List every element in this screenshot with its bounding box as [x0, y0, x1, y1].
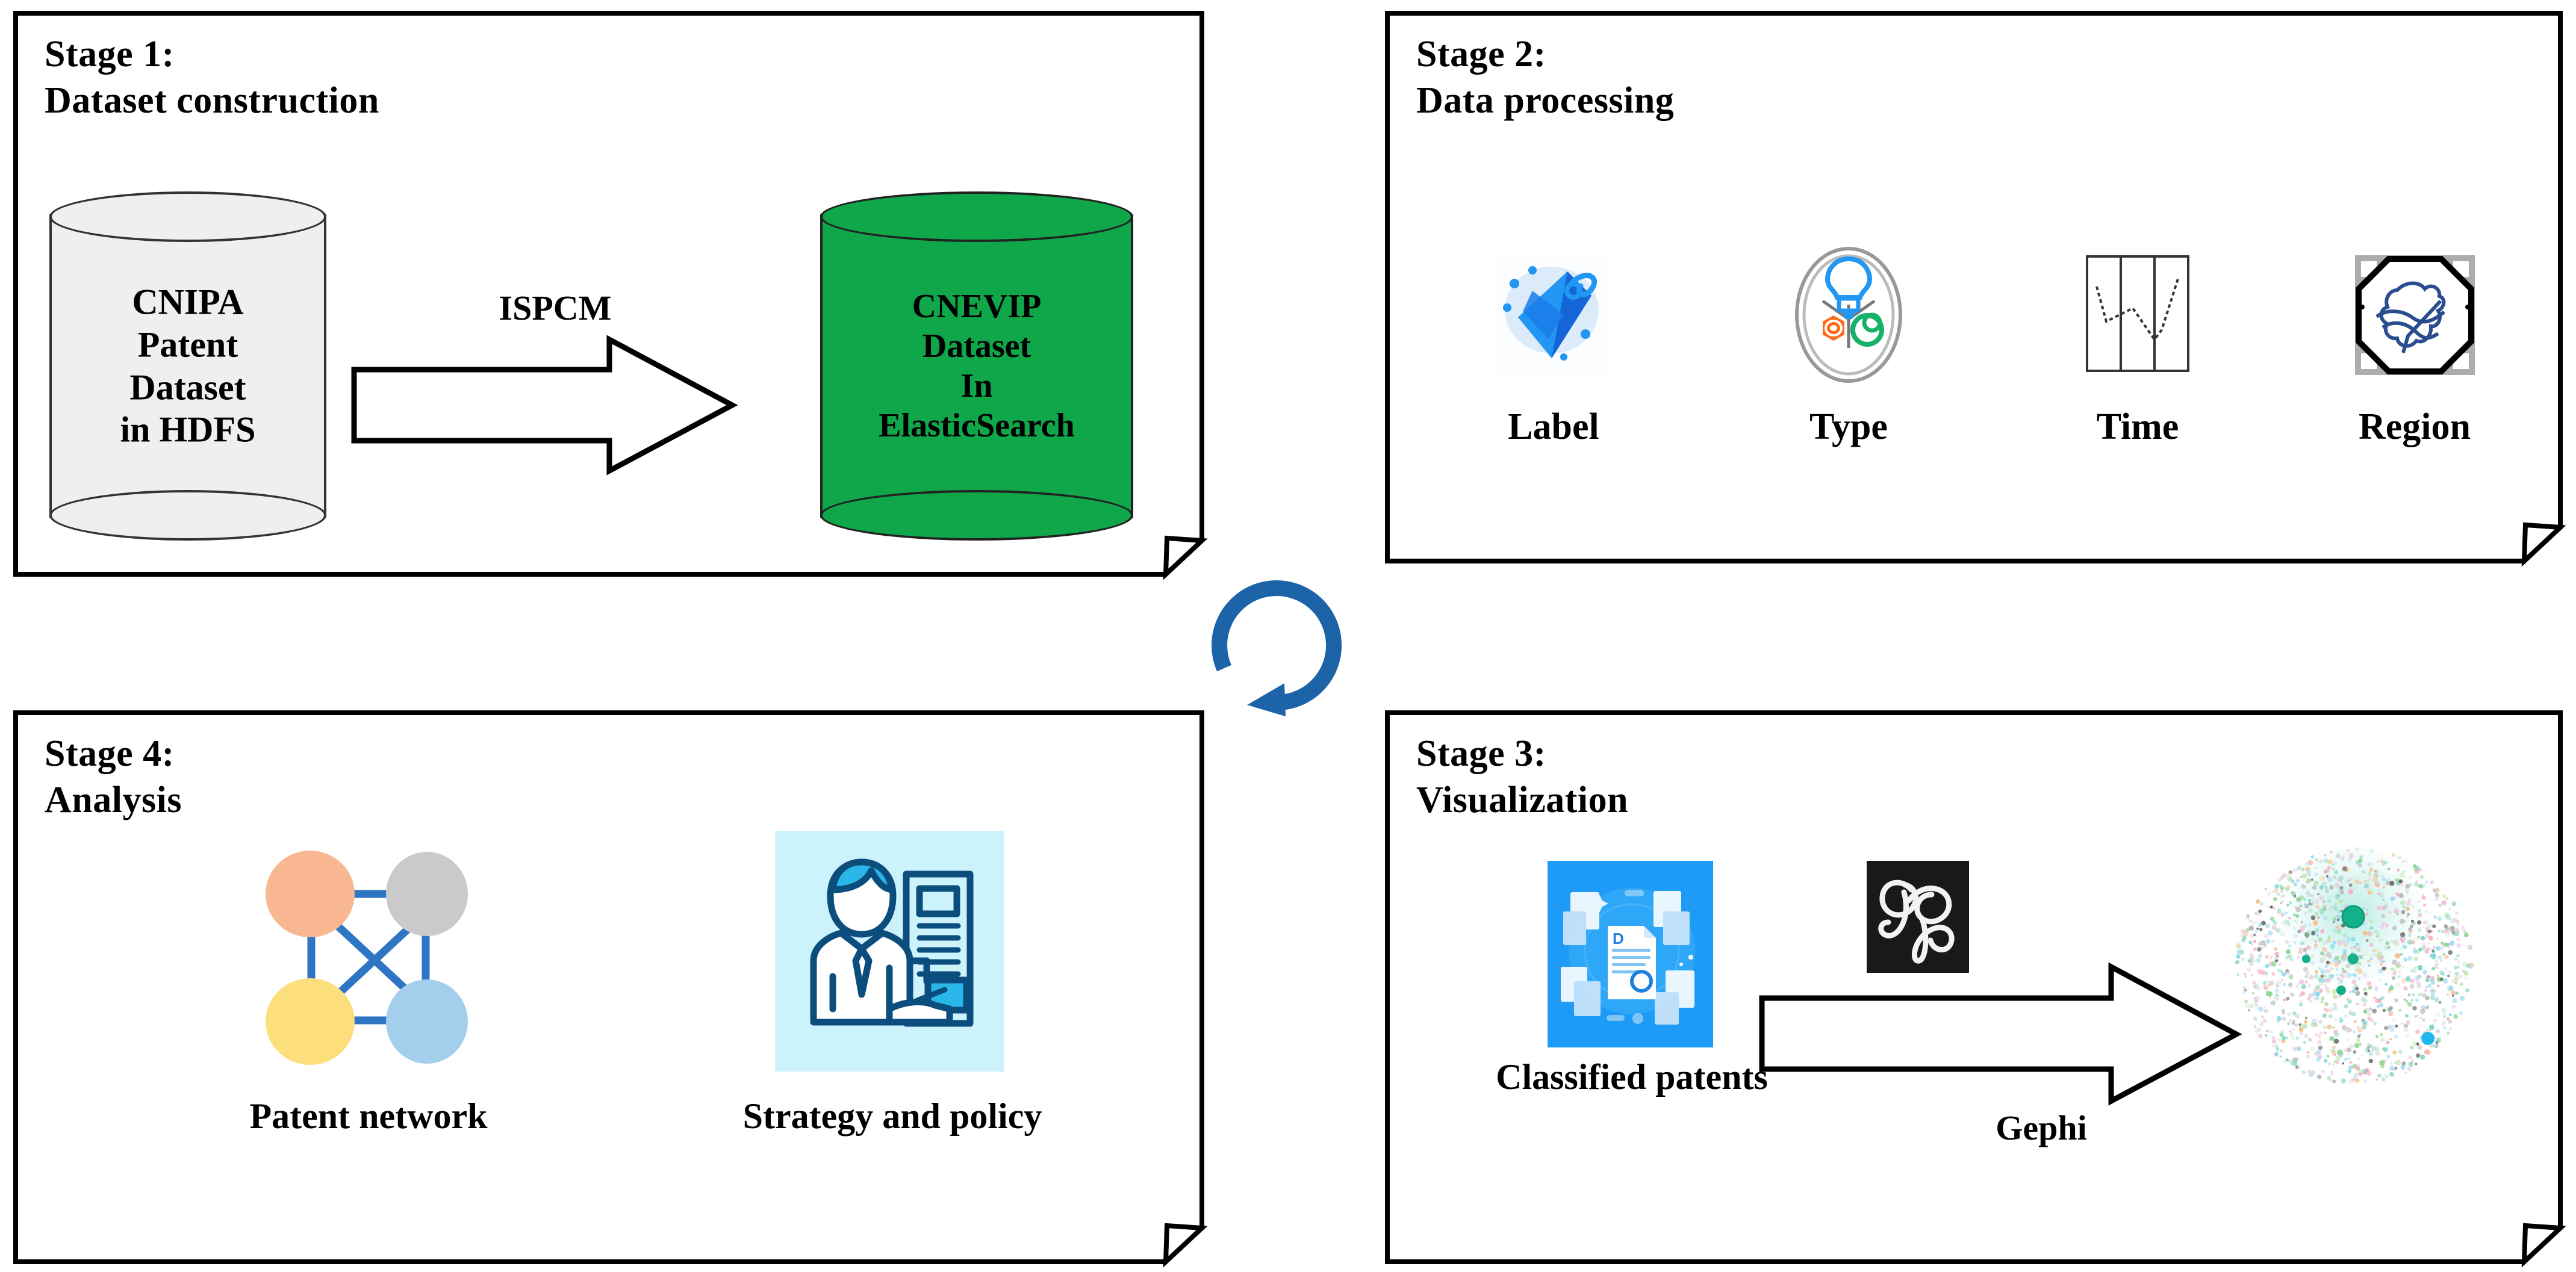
stage-4-title: Stage 4: Analysis: [45, 733, 182, 821]
facet-region-column: Region: [2324, 240, 2505, 448]
stage-3-title: Stage 3: Visualization: [1416, 733, 1629, 821]
cylinder-top: [49, 191, 326, 242]
facet-label-caption: Label: [1508, 406, 1599, 447]
stage-1-title: Stage 1: Dataset construction: [45, 34, 379, 121]
classified-patents-caption: Classified patents: [1496, 1057, 1768, 1097]
stage-2-title: Stage 2: Data processing: [1416, 34, 1675, 121]
facet-label-column: Label: [1463, 240, 1644, 448]
patent-network-icon: [242, 831, 495, 1084]
cylinder-top: [820, 191, 1133, 242]
cylinder-bottom: [49, 490, 326, 541]
patent-network-icon-svg: [266, 851, 468, 1065]
cnipa-source-label: CNIPA Patent Dataset in HDFS: [120, 282, 256, 450]
cylinder-body: [820, 214, 1133, 518]
facet-type-column: Type: [1758, 240, 1939, 448]
cycle-arrow-svg: [1212, 580, 1342, 716]
timeline-chart-icon: [2047, 240, 2228, 390]
gephi-block-arrow: [1758, 962, 2242, 1106]
facet-type-caption: Type: [1809, 406, 1888, 447]
stage-1-panel: Stage 1: Dataset construction CNIPA Pate…: [13, 11, 1208, 580]
stage-4-frame: [13, 710, 1208, 1268]
facet-time-caption: Time: [2096, 406, 2179, 447]
facet-time-column: Time: [2047, 240, 2228, 448]
gephi-logo-icon: [1867, 861, 1969, 973]
network-graph-svg: [2234, 846, 2475, 1087]
cylinder-bottom: [820, 490, 1133, 541]
gephi-arrow-label: Gephi: [1996, 1108, 2087, 1147]
price-tag-icon-svg: [1496, 255, 1611, 375]
cnevip-target-cylinder: CNEVIP Dataset In ElasticSearch: [820, 191, 1133, 541]
stage-2-panel: Stage 2: Data processing Label: [1385, 11, 2566, 567]
cnipa-source-cylinder: CNIPA Patent Dataset in HDFS: [49, 191, 326, 541]
svg-text:D: D: [1613, 929, 1624, 948]
region-map-icon-svg: [2354, 255, 2475, 375]
gephi-logo-svg: [1867, 861, 1969, 973]
strategy-policy-caption: Strategy and policy: [742, 1096, 1042, 1136]
patent-network-caption: Patent network: [249, 1096, 488, 1136]
lightbulb-type-icon-svg: [1795, 247, 1902, 383]
strategy-policy-icon-svg: [775, 831, 1004, 1072]
lightbulb-type-icon: [1758, 240, 1939, 390]
stage-3-panel: Stage 3: Visualization D: [1385, 710, 2566, 1268]
classified-patents-icon-svg: D: [1548, 861, 1713, 1047]
clockwise-cycle-arrow: [1195, 563, 1370, 725]
strategy-policy-icon: [775, 831, 1004, 1072]
stage-4-panel: Stage 4: Analysis Patent network: [13, 710, 1208, 1268]
price-tag-icon: [1463, 240, 1644, 390]
cnevip-target-label: CNEVIP Dataset In ElasticSearch: [879, 287, 1075, 445]
region-map-icon: [2324, 240, 2505, 390]
ispcm-block-arrow: [350, 335, 738, 476]
network-graph-icon: [2228, 840, 2481, 1093]
stage-3-frame: [1385, 710, 2566, 1268]
classified-patents-icon: D: [1548, 861, 1713, 1047]
cylinder-body: [49, 214, 326, 518]
facet-region-caption: Region: [2359, 406, 2471, 447]
timeline-chart-icon-svg: [2086, 255, 2189, 372]
stage-2-frame: [1385, 11, 2566, 567]
ispcm-arrow-label: ISPCM: [499, 288, 612, 327]
